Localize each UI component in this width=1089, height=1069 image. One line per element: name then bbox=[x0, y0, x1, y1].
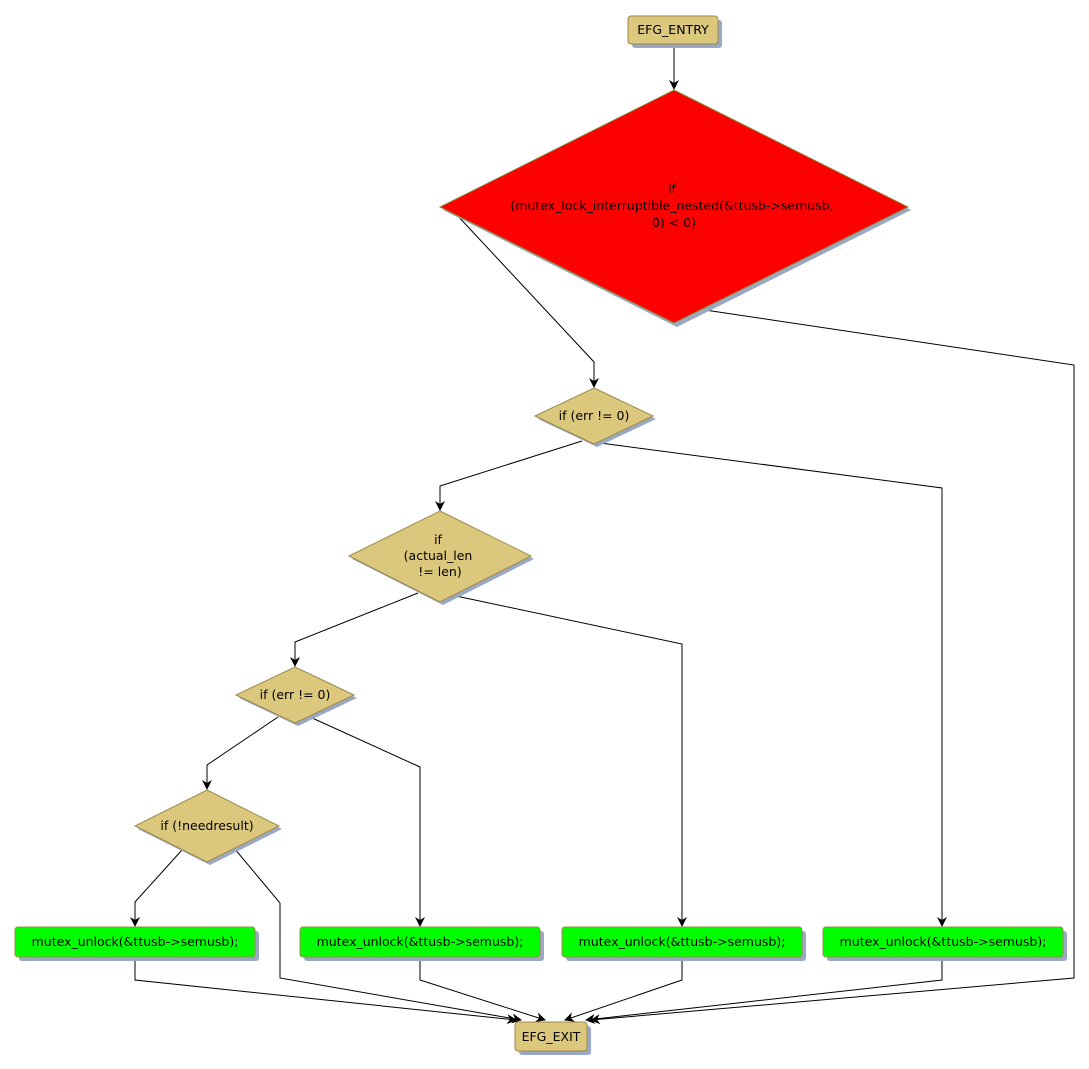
decision-label: if (!needresult) bbox=[160, 818, 253, 833]
decision-needresult[interactable]: if (!needresult) bbox=[133, 789, 282, 865]
action-label: mutex_unlock(&ttusb->semusb); bbox=[579, 934, 786, 949]
action-label: mutex_unlock(&ttusb->semusb); bbox=[840, 934, 1047, 949]
edge-err2-to-needresult bbox=[202, 716, 279, 790]
decision-label: if (err != 0) bbox=[559, 408, 630, 423]
action-label: mutex_unlock(&ttusb->semusb); bbox=[32, 934, 239, 949]
edge-err2-to-unlock-2 bbox=[309, 716, 425, 927]
decision-actual-len[interactable]: if (actual_len != len) bbox=[347, 510, 534, 605]
action-unlock-4[interactable]: mutex_unlock(&ttusb->semusb); bbox=[822, 926, 1067, 961]
edge-len-to-unlock-3 bbox=[455, 595, 687, 927]
action-unlock-1[interactable]: mutex_unlock(&ttusb->semusb); bbox=[14, 926, 259, 961]
edge-lock-to-exit bbox=[590, 309, 1075, 1025]
edge-lock-to-err-check bbox=[455, 213, 599, 388]
decision-label: if (actual_len != len) bbox=[404, 532, 477, 579]
decision-err-check[interactable]: if (err != 0) bbox=[533, 387, 656, 447]
decision-label: if (err != 0) bbox=[260, 687, 331, 702]
edge-unlock-2-to-exit bbox=[419, 957, 546, 1023]
action-label: mutex_unlock(&ttusb->semusb); bbox=[317, 934, 524, 949]
edge-len-to-err-check-2 bbox=[290, 592, 419, 667]
edge-err-to-len-check bbox=[435, 440, 583, 511]
exit-label: EFG_EXIT bbox=[522, 1029, 581, 1044]
entry-node[interactable]: EFG_ENTRY bbox=[627, 15, 722, 48]
edge-unlock-4-to-exit bbox=[585, 957, 943, 1024]
entry-label: EFG_ENTRY bbox=[637, 22, 709, 37]
edge-unlock-3-to-exit bbox=[564, 957, 683, 1022]
decision-label: if (mutex_lock_interruptible_nested(&ttu… bbox=[510, 181, 837, 230]
action-unlock-2[interactable]: mutex_unlock(&ttusb->semusb); bbox=[299, 926, 544, 961]
exit-node[interactable]: EFG_EXIT bbox=[514, 1021, 591, 1055]
decision-shape bbox=[438, 89, 910, 324]
edge-err-to-unlock-4 bbox=[599, 442, 947, 927]
edge-unlock-1-to-exit bbox=[134, 957, 517, 1025]
decision-mutex-lock[interactable]: if (mutex_lock_interruptible_nested(&ttu… bbox=[438, 89, 911, 327]
decision-err-check-2[interactable]: if (err != 0) bbox=[234, 666, 357, 726]
edge-needresult-to-exit bbox=[233, 847, 522, 1024]
edge-needresult-to-unlock-1 bbox=[130, 849, 183, 927]
action-unlock-3[interactable]: mutex_unlock(&ttusb->semusb); bbox=[561, 926, 806, 961]
edges bbox=[130, 44, 1075, 1025]
